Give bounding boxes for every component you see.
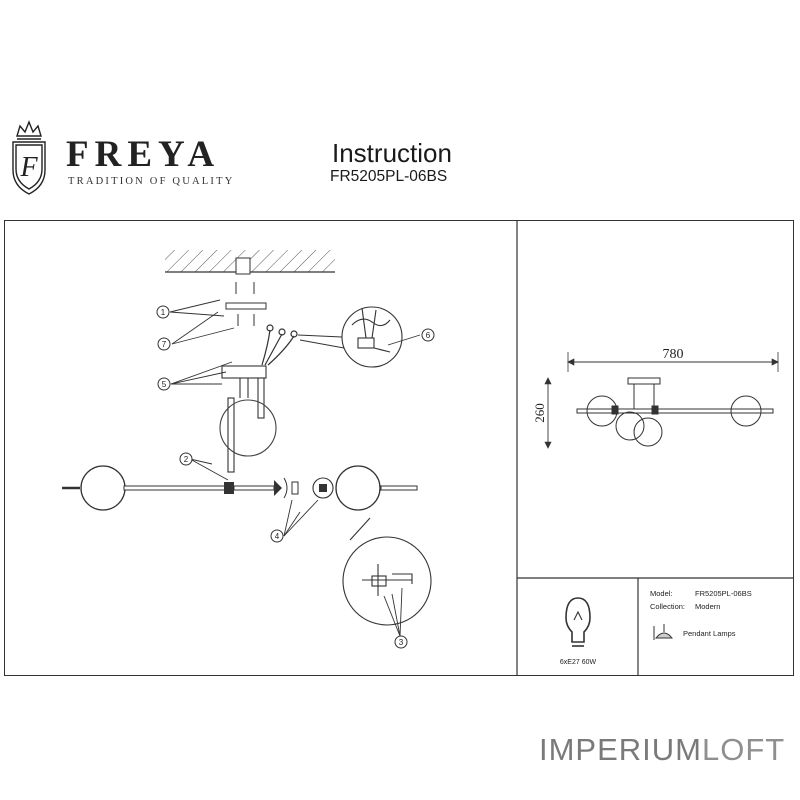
watermark-part2: LOFT (702, 732, 786, 767)
collection-label: Collection: (650, 602, 685, 611)
page-title: Instruction (332, 138, 452, 168)
pendant-rod-icon (219, 397, 277, 473)
bulb-spec: 6xE27 60W (560, 659, 597, 666)
ceiling-icon (165, 250, 335, 275)
collection-value: Modern (695, 602, 720, 611)
brand-tagline: TRADITION OF QUALITY (68, 176, 235, 187)
canopy-icon (221, 365, 267, 419)
callout-label: 1 (161, 308, 166, 317)
watermark-part1: IMPERIUM (539, 732, 702, 767)
width-dimension: 780 (663, 347, 684, 362)
type-label: Pendant Lamps (683, 629, 736, 638)
wires-icon (261, 324, 298, 366)
logo-crest-icon: F (12, 120, 46, 195)
callout-leaders (169, 299, 421, 637)
model-label: Model: (650, 589, 673, 598)
watermark: IMPERIUMLOFT (539, 732, 785, 768)
bulb-icon (565, 597, 591, 647)
height-dimension: 260 (532, 403, 547, 423)
mounting-bracket-icon (225, 282, 267, 326)
drawing-frame (4, 220, 794, 676)
shade-detail-icon (342, 517, 432, 626)
wiring-detail-icon (297, 306, 403, 368)
model-number: FR5205PL-06BS (330, 168, 448, 185)
lamp-assembly-icon (62, 465, 418, 511)
callout-label: 6 (426, 331, 431, 340)
dimension-drawing: 780 260 (532, 347, 779, 449)
callout-label: 5 (162, 380, 167, 389)
callout-label: 2 (184, 455, 189, 464)
model-value: FR5205PL-06BS (695, 589, 752, 598)
callout-label: 3 (399, 638, 404, 647)
brand-name: FREYA (66, 134, 221, 175)
callout-markers: 1 7 5 2 4 6 3 (156, 305, 435, 649)
svg-text:F: F (19, 152, 38, 183)
pendant-lamp-icon (653, 624, 674, 640)
callout-label: 7 (162, 340, 167, 349)
callout-label: 4 (275, 532, 280, 541)
